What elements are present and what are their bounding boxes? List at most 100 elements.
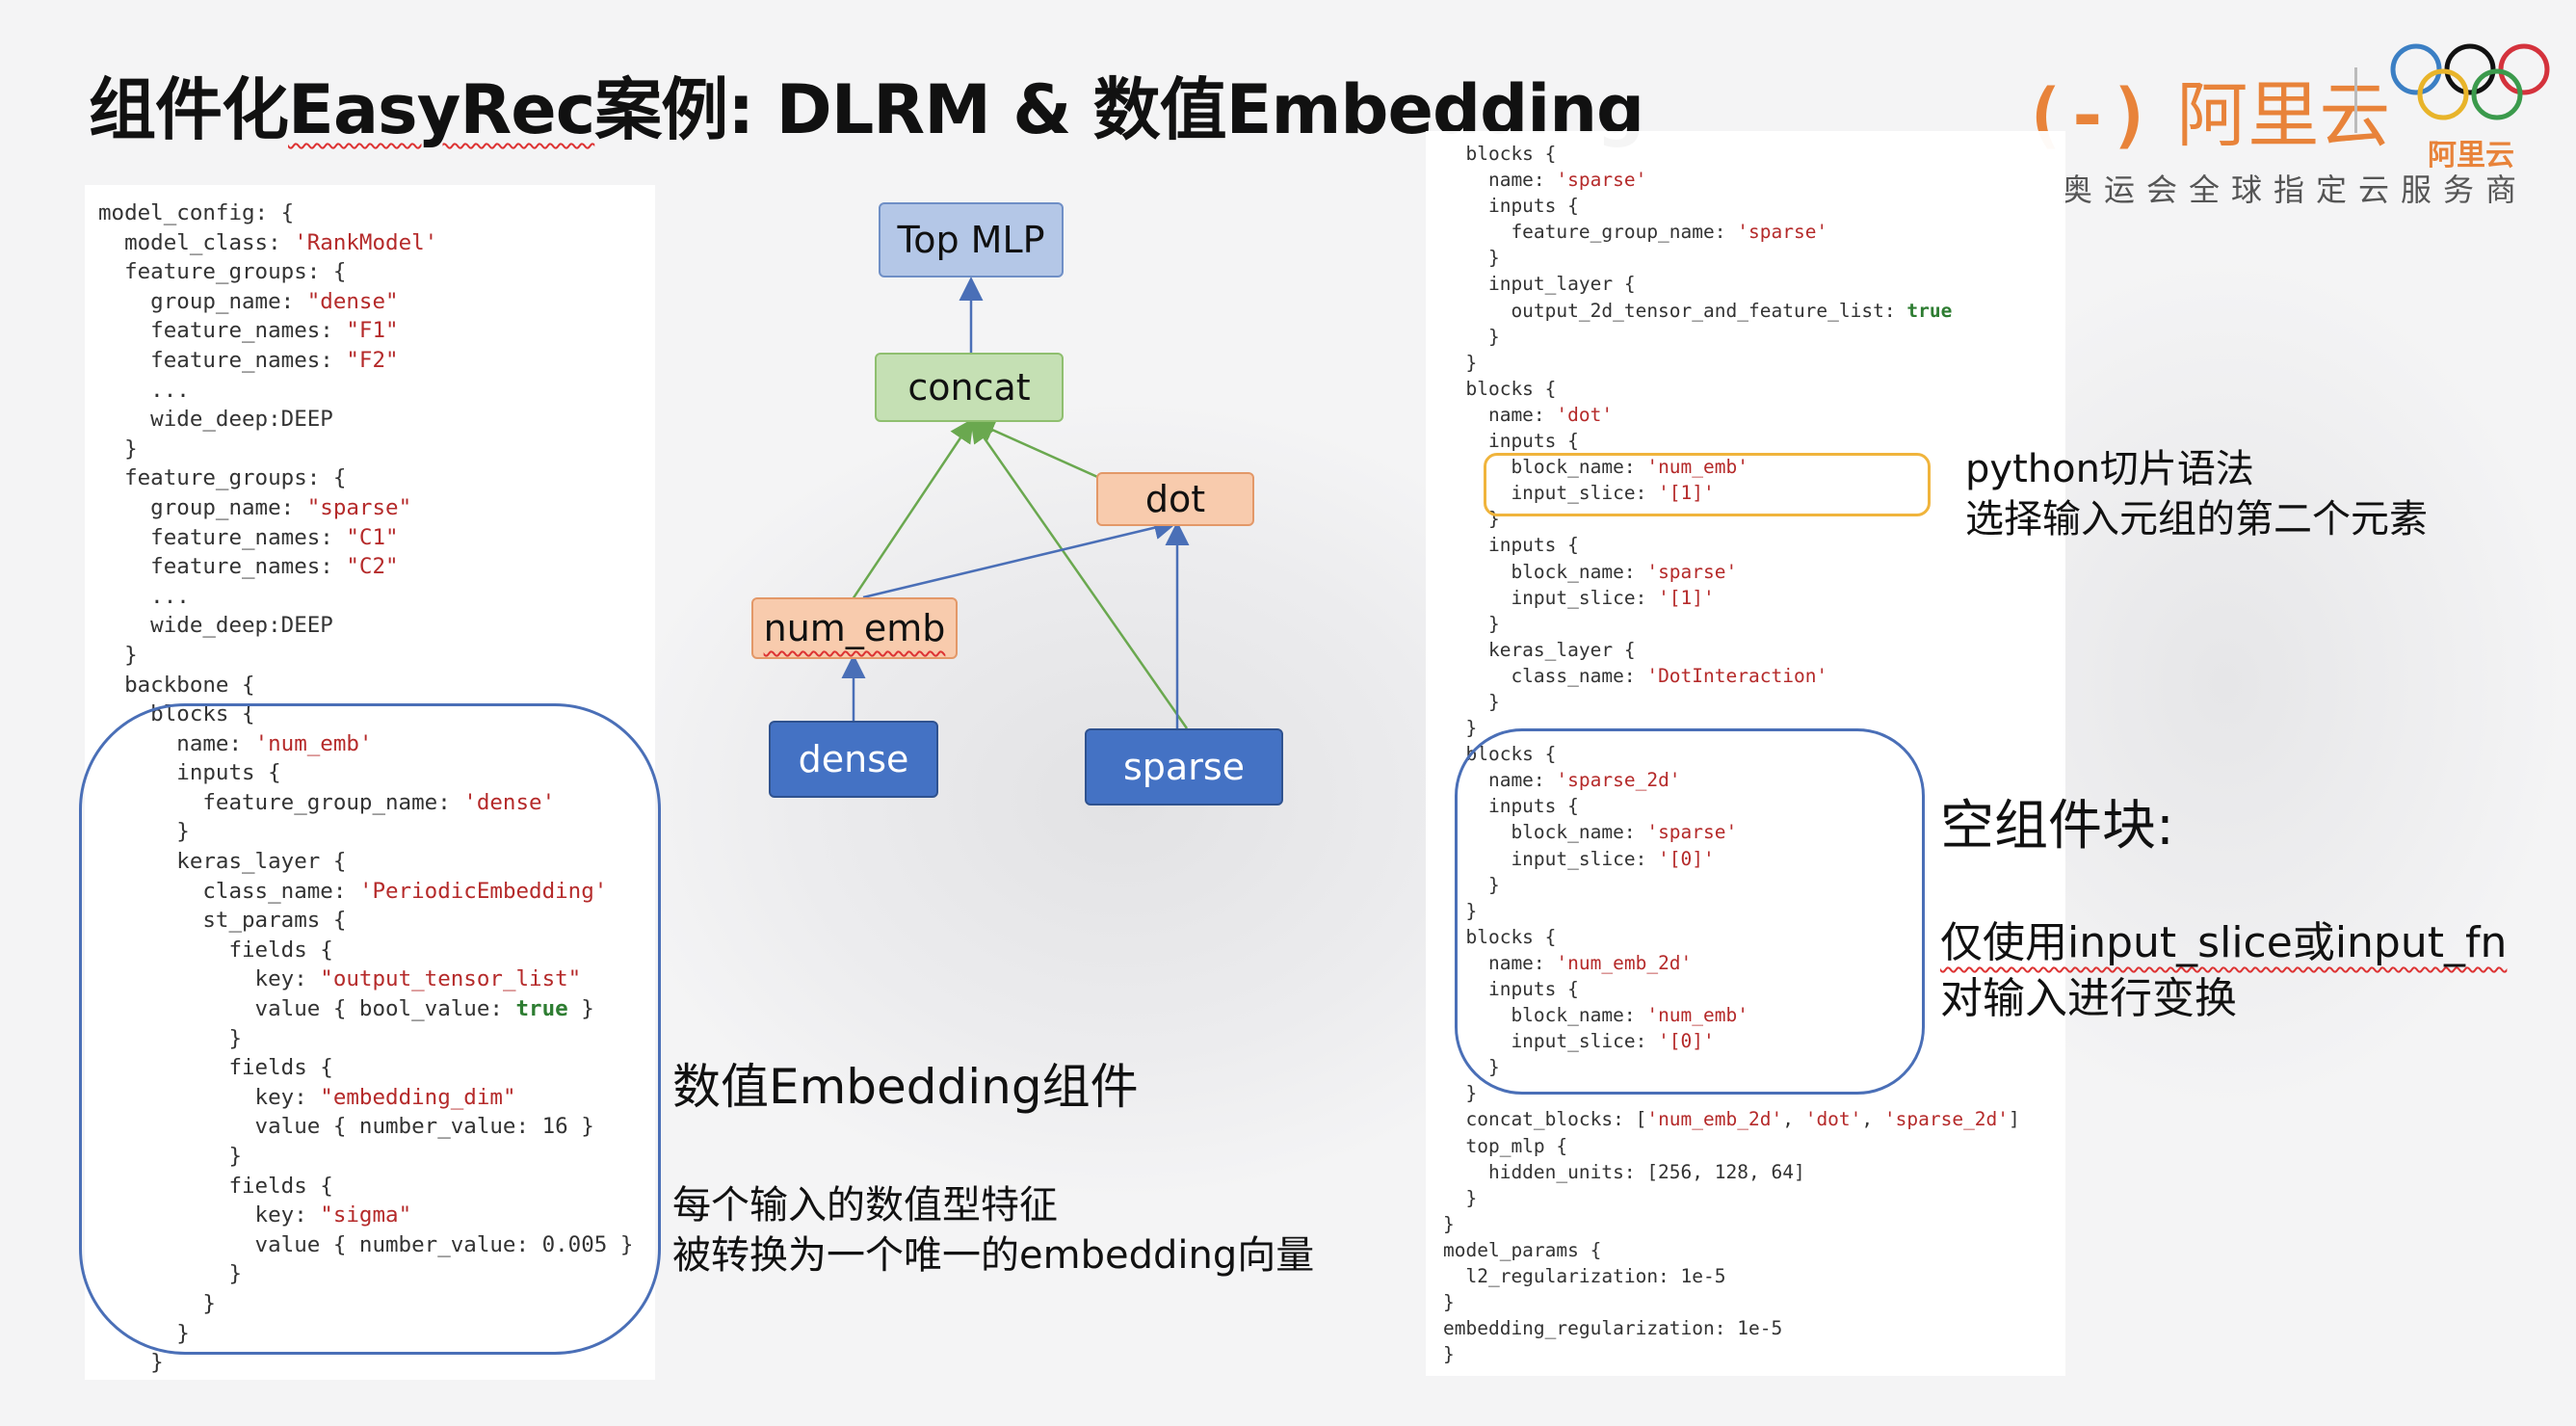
code-text: } [98, 1290, 216, 1316]
code-line: model_config: { [98, 198, 633, 228]
code-string: "output_tensor_list" [320, 966, 582, 992]
code-text: } [1443, 612, 1500, 635]
node-sparse: sparse [1085, 728, 1283, 805]
code-line: input_slice: '[1]' [1443, 480, 2020, 506]
code-text: } [1443, 690, 1500, 713]
highlight-input-slice [1484, 453, 1931, 516]
code-text: input_layer { [1443, 273, 1636, 296]
highlight-empty-blocks [1455, 728, 1925, 1095]
code-line: ... [98, 376, 633, 406]
code-line: block_name: 'sparse' [1443, 559, 2020, 585]
code-line: } [98, 1259, 633, 1289]
code-text: } [1443, 1212, 1455, 1235]
code-panel-right [1426, 131, 2065, 1376]
code-string: "F1" [346, 318, 399, 344]
code-string: 'num_emb_2d' [1646, 1108, 1783, 1131]
code-line: feature_names: "F2" [98, 346, 633, 376]
code-string: 'dense' [463, 789, 556, 815]
code-line: block_name: 'num_emb' [1443, 454, 2020, 480]
code-text: key: [98, 1202, 321, 1228]
node-dot: dot [1096, 472, 1254, 526]
code-line: block_name: 'sparse' [1443, 819, 2020, 845]
code-line: } [98, 817, 633, 847]
empty-block-desc-2: 对输入进行变换 [1940, 974, 2237, 1023]
code-line: value { bool_value: true } [98, 994, 633, 1024]
code-line: } [98, 1348, 633, 1378]
code-line: feature_names: "F1" [98, 316, 633, 346]
code-line: top_mlp { [1443, 1133, 2020, 1159]
code-line: value { number_value: 0.005 } [98, 1230, 634, 1260]
code-line: group_name: "dense" [98, 287, 633, 317]
code-text: name: [1443, 403, 1557, 426]
code-text: feature_names: [98, 318, 347, 344]
aliyun-logo-small: 阿里云 [2428, 139, 2514, 172]
code-line: input_layer { [1443, 271, 2020, 297]
code-line: inputs { [1443, 532, 2020, 558]
code-text: top_mlp { [1443, 1134, 1568, 1157]
code-string: "sparse" [306, 494, 412, 520]
code-line: feature_groups: { [98, 463, 633, 493]
code-text: group_name: [98, 288, 307, 314]
code-text: } [98, 642, 138, 668]
code-line: } [1443, 611, 2020, 637]
code-text: l2_regularization: 1e-5 [1443, 1265, 1726, 1288]
code-text: class_name: [98, 878, 359, 904]
code-line: value { number_value: 16 } [98, 1112, 633, 1142]
code-line: } [1443, 1211, 2020, 1237]
code-text: value { number_value: 16 } [98, 1114, 594, 1140]
code-text: } [1443, 899, 1478, 922]
code-text: } [1443, 873, 1500, 896]
code-string: "F2" [346, 347, 399, 373]
code-text: } [1443, 1343, 1455, 1366]
code-text: value { number_value: 0.005 } [98, 1231, 634, 1257]
code-text: name: [1443, 169, 1557, 192]
code-text: inputs { [98, 760, 281, 786]
code-line: feature_group_name: 'dense' [98, 788, 633, 818]
python-slice-desc: 选择输入元组的第二个元素 [1965, 497, 2428, 541]
code-line: wide_deep:DEEP [98, 611, 633, 641]
code-text: inputs { [1443, 534, 1579, 557]
code-line: inputs { [1443, 428, 2020, 454]
code-line: wide_deep:DEEP [98, 405, 633, 435]
code-text: key: [98, 966, 321, 992]
code-text: class_name: [1443, 664, 1647, 687]
arrow-dot-to-concat [970, 418, 1105, 482]
code-line: l2_regularization: 1e-5 [1443, 1263, 2020, 1289]
code-line: } [1443, 898, 2020, 924]
code-text: blocks { [1443, 925, 1557, 948]
code-line: embedding_regularization: 1e-5 [1443, 1315, 2020, 1341]
code-text: inputs { [1443, 430, 1579, 453]
code-line: concat_blocks: ['num_emb_2d', 'dot', 'sp… [1443, 1106, 2019, 1132]
code-text: model_params { [1443, 1238, 1602, 1261]
code-string: '[1]' [1658, 482, 1715, 505]
code-line: } [1443, 245, 2020, 271]
code-text: input_slice: [1443, 847, 1659, 870]
numeric-embedding-desc-1: 每个输入的数值型特征 [672, 1183, 1058, 1228]
code-line: ... [98, 582, 633, 612]
code-text: keras_layer { [1443, 638, 1636, 661]
code-text: inputs { [1443, 195, 1579, 218]
code-keyword: true [515, 996, 568, 1022]
code-line: } [98, 435, 633, 464]
code-string: 'dot' [1556, 403, 1614, 426]
code-text: blocks { [1443, 377, 1557, 400]
code-text: embedding_regularization: 1e-5 [1443, 1317, 1783, 1340]
code-line: } [1443, 350, 2020, 376]
code-string: 'sparse' [1556, 169, 1647, 192]
code-line: model_params { [1443, 1237, 2020, 1263]
code-line: } [98, 1024, 633, 1054]
code-text: feature_group_name: [98, 789, 464, 815]
code-string: 'PeriodicEmbedding' [358, 878, 608, 904]
code-line: feature_group_name: 'sparse' [1443, 219, 2020, 245]
code-line: class_name: 'PeriodicEmbedding' [98, 877, 633, 907]
code-text: } [1443, 1082, 1478, 1105]
logo-divider [2354, 67, 2357, 133]
code-line: } [1443, 1185, 2020, 1211]
code-text: st_params { [98, 908, 347, 934]
code-text: name: [98, 730, 255, 756]
code-string: 'sparse' [1646, 560, 1738, 583]
code-line: } [98, 1142, 633, 1172]
code-string: 'RankModel' [294, 229, 438, 255]
code-line: name: 'num_emb' [98, 729, 633, 759]
node-num-emb: num_emb [751, 597, 958, 659]
